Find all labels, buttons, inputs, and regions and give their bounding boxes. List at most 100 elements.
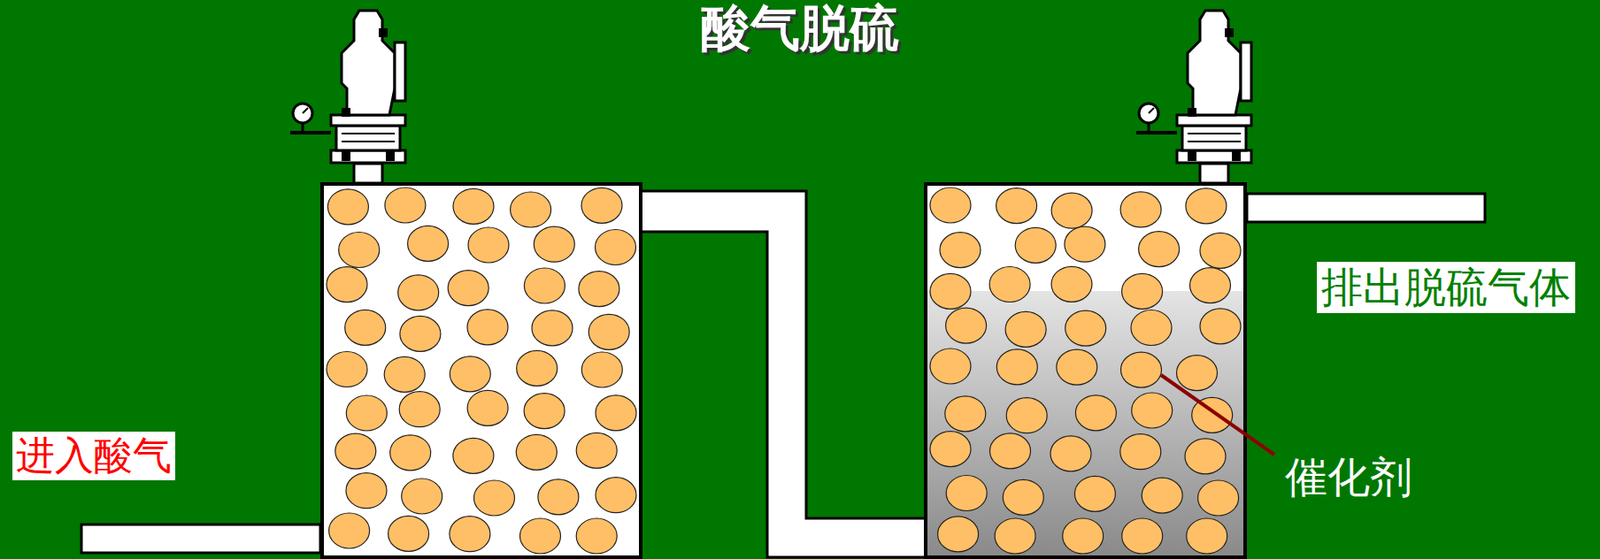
pellet xyxy=(996,188,1038,224)
safety-valve xyxy=(1136,10,1252,184)
pellet xyxy=(1138,231,1180,268)
pellet xyxy=(1062,518,1104,554)
pellet xyxy=(1006,398,1047,434)
pellet xyxy=(1121,352,1162,388)
pellet xyxy=(1190,268,1231,304)
pellet xyxy=(390,435,431,471)
pellet xyxy=(401,478,443,515)
pellet xyxy=(595,477,637,514)
pellet xyxy=(1184,438,1226,475)
pellet xyxy=(468,227,509,263)
pellet xyxy=(1198,480,1239,516)
pellet xyxy=(338,232,380,269)
pellet xyxy=(1200,232,1241,269)
pellet xyxy=(588,314,630,350)
pellet xyxy=(1120,192,1162,228)
pellet xyxy=(1002,479,1044,516)
pellet xyxy=(945,396,986,432)
pellet xyxy=(581,352,623,388)
pellet xyxy=(581,187,623,224)
pellet xyxy=(384,187,426,224)
pellet xyxy=(989,267,1031,303)
pellet xyxy=(467,390,508,426)
absorber-vessel xyxy=(322,184,641,558)
pellet xyxy=(1186,518,1228,554)
pellet xyxy=(1051,266,1093,302)
title: 酸气脱硫 xyxy=(0,0,1600,57)
pellet xyxy=(939,232,981,269)
outlet-label: 排出脱硫气体 xyxy=(1316,261,1576,314)
pellet xyxy=(516,350,558,386)
pellet xyxy=(1141,477,1183,514)
pellet xyxy=(453,188,494,224)
pellet xyxy=(930,273,971,309)
pellet xyxy=(1130,310,1172,347)
pellet xyxy=(1185,188,1227,224)
pellet xyxy=(388,515,430,552)
pellet xyxy=(399,392,440,428)
pellet xyxy=(510,192,552,228)
pellet xyxy=(467,309,508,346)
pellet xyxy=(533,226,575,262)
pellet xyxy=(1056,349,1098,385)
pellet xyxy=(1015,227,1056,263)
pellet xyxy=(994,518,1036,554)
pellet xyxy=(996,349,1038,385)
pellet xyxy=(1005,311,1047,347)
pellet xyxy=(1131,392,1173,429)
pellet xyxy=(384,356,425,393)
pellet xyxy=(400,315,441,352)
pellet xyxy=(1064,226,1106,262)
pellet xyxy=(538,479,579,516)
connecting-pipe xyxy=(640,191,926,558)
pellet xyxy=(1051,192,1093,229)
reactor-vessel xyxy=(925,184,1246,558)
pellet xyxy=(515,434,557,470)
pellet xyxy=(407,225,449,262)
safety-valve xyxy=(290,10,406,184)
pellet xyxy=(335,433,377,470)
pellet xyxy=(346,473,387,509)
pellet xyxy=(1065,310,1107,347)
pellet xyxy=(327,189,369,225)
pellet xyxy=(1176,355,1218,392)
pellet xyxy=(520,518,562,554)
pellet xyxy=(345,309,386,346)
inlet-label: 进入酸气 xyxy=(12,431,176,481)
pellet xyxy=(1075,395,1116,431)
pellet xyxy=(531,310,573,347)
pellet xyxy=(523,393,565,430)
pellet xyxy=(930,348,971,385)
catalyst-bed xyxy=(927,291,1244,556)
pellet xyxy=(326,352,368,388)
catalyst-label: 催化剂 xyxy=(1284,453,1413,502)
pellet xyxy=(990,433,1031,470)
pellet xyxy=(938,516,979,553)
pellet xyxy=(474,480,516,516)
pellet xyxy=(346,395,387,431)
pellet xyxy=(453,438,494,474)
pellet xyxy=(449,516,491,553)
pellet xyxy=(576,432,617,469)
pellet xyxy=(1074,476,1116,512)
pellet xyxy=(946,476,987,512)
pellet xyxy=(326,267,368,303)
pellet xyxy=(523,268,565,304)
pellet xyxy=(329,513,370,549)
pellet xyxy=(398,275,439,311)
pellet xyxy=(595,395,637,431)
leader-line xyxy=(1161,375,1275,455)
pellet xyxy=(1050,436,1092,472)
pellet xyxy=(1200,308,1241,345)
catalyst-pellets xyxy=(326,187,1241,554)
pellet xyxy=(576,518,617,554)
pellet xyxy=(447,270,489,307)
pellet xyxy=(946,307,987,344)
pellet xyxy=(578,271,620,308)
inlet-pipe xyxy=(81,524,321,554)
pellet xyxy=(1122,518,1163,554)
pellet xyxy=(930,187,971,224)
outlet-pipe xyxy=(1246,193,1485,223)
pellet xyxy=(449,356,491,393)
pellet xyxy=(1120,434,1162,470)
